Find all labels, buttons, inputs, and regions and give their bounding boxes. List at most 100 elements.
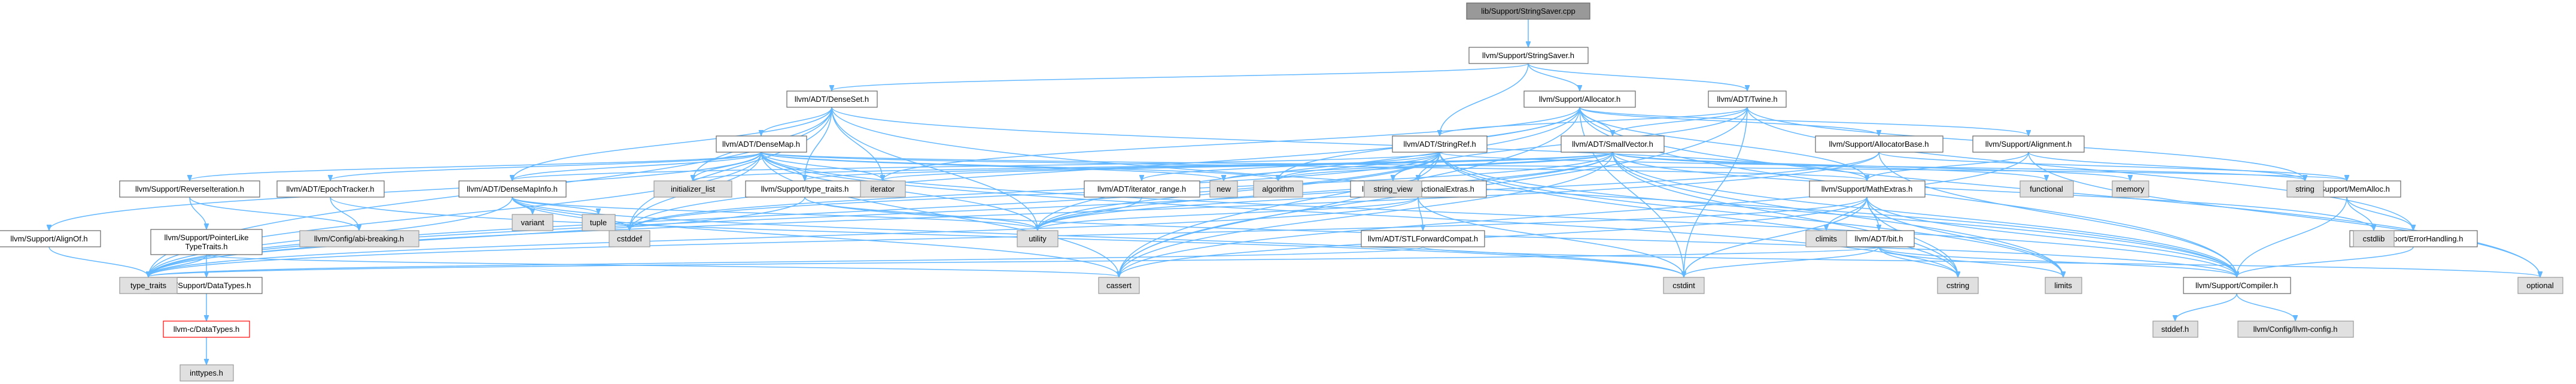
edge-stringsaver-h-to-twine-h bbox=[1528, 63, 1747, 90]
node-box bbox=[276, 180, 385, 198]
node-label: llvm/Support/type_traits.h bbox=[761, 185, 849, 193]
edge-smallvector-h-to-cassert bbox=[1119, 152, 1613, 277]
node-stlforwardcompat-h[interactable]: llvm/ADT/STLForwardCompat.h bbox=[1361, 230, 1485, 247]
edge-densemap-h-to-mathextras-h bbox=[761, 152, 1867, 180]
edge-smallvector-h-to-utility bbox=[1038, 152, 1613, 230]
node-box bbox=[1468, 47, 1589, 64]
node-label: llvm/Support/StringSaver.h bbox=[1482, 51, 1574, 60]
edge-smallvector-h-to-cstring bbox=[1612, 152, 1958, 277]
edge-mathextras-h-to-compiler-h bbox=[1866, 196, 2237, 277]
node-label: llvm/Support/MathExtras.h bbox=[1821, 185, 1912, 193]
node-stringref-h[interactable]: llvm/ADT/StringRef.h bbox=[1392, 135, 1488, 153]
node-label: llvm/Support/AllocatorBase.h bbox=[1829, 140, 1929, 149]
edge-pointerlike-h-to-type-traits bbox=[148, 254, 207, 277]
node-cstddef: cstddef bbox=[609, 230, 650, 247]
edge-densemapinfo-h-to-cstddef bbox=[512, 196, 629, 230]
node-box bbox=[582, 214, 616, 231]
node-box bbox=[1392, 135, 1488, 153]
node-llvmc-datatypes-h: llvm-c/DataTypes.h bbox=[163, 320, 250, 338]
node-denseset-h[interactable]: llvm/ADT/DenseSet.h bbox=[786, 90, 878, 108]
node-string: string bbox=[2286, 180, 2324, 198]
node-epochtracker-h[interactable]: llvm/ADT/EpochTracker.h bbox=[276, 180, 385, 198]
node-box bbox=[1253, 180, 1303, 198]
node-alignment-h[interactable]: llvm/Support/Alignment.h bbox=[1972, 135, 2085, 153]
node-box bbox=[299, 230, 419, 247]
node-label: llvm/Support/AlignOf.h bbox=[10, 234, 87, 243]
edge-bit-h-to-limits bbox=[1878, 246, 2063, 277]
edge-mathextras-h-to-cstdint bbox=[1684, 196, 1868, 277]
node-box bbox=[2237, 320, 2354, 338]
node-label: algorithm bbox=[1262, 185, 1294, 193]
node-label: llvm/ADT/SmallVector.h bbox=[1572, 140, 1653, 149]
node-box bbox=[1361, 230, 1485, 247]
node-cstdint: cstdint bbox=[1663, 277, 1705, 294]
node-twine-h[interactable]: llvm/ADT/Twine.h bbox=[1708, 90, 1787, 108]
node-label: llvm/ADT/bit.h bbox=[1855, 234, 1903, 243]
edge-densemap-h-to-iterator bbox=[761, 152, 883, 180]
node-box bbox=[1466, 2, 1590, 20]
edge-densemap-h-to-densemapinfo-h bbox=[512, 152, 762, 180]
node-box bbox=[609, 230, 650, 247]
node-label: llvm/Config/llvm-config.h bbox=[2253, 325, 2338, 334]
node-box bbox=[2517, 277, 2563, 294]
node-label: llvm/ADT/Twine.h bbox=[1717, 95, 1777, 104]
node-label: limits bbox=[2054, 281, 2072, 290]
node-box bbox=[1084, 180, 1200, 198]
node-bit-h[interactable]: llvm/ADT/bit.h bbox=[1844, 230, 1915, 247]
node-box bbox=[150, 229, 263, 255]
node-box bbox=[1017, 230, 1059, 247]
node-box bbox=[653, 180, 732, 198]
node-mathextras-h[interactable]: llvm/Support/MathExtras.h bbox=[1809, 180, 1926, 198]
node-label: cstdlib bbox=[2363, 234, 2385, 243]
node-type-traits-h[interactable]: llvm/Support/type_traits.h bbox=[745, 180, 865, 198]
node-label: type_traits bbox=[130, 281, 166, 290]
node-box bbox=[1209, 180, 1238, 198]
node-functional: functional bbox=[2020, 180, 2074, 198]
node-compiler-h[interactable]: llvm/Support/Compiler.h bbox=[2183, 277, 2291, 294]
node-label: llvm/ADT/EpochTracker.h bbox=[287, 185, 375, 193]
node-box bbox=[180, 364, 234, 382]
edge-stringref-h-to-algorithm bbox=[1278, 152, 1440, 180]
node-type-traits: type_traits bbox=[119, 277, 178, 294]
node-box bbox=[119, 180, 260, 198]
node-smallvector-h[interactable]: llvm/ADT/SmallVector.h bbox=[1561, 135, 1665, 153]
edge-reverseiteration-h-to-abi-breaking-h bbox=[189, 196, 359, 230]
node-densemap-h[interactable]: llvm/ADT/DenseMap.h bbox=[716, 135, 807, 153]
edge-stringref-h-to-cassert bbox=[1119, 152, 1440, 277]
node-iterator-range-h[interactable]: llvm/ADT/iterator_range.h bbox=[1084, 180, 1200, 198]
node-inttypes-h: inttypes.h bbox=[180, 364, 234, 382]
node-variant: variant bbox=[512, 214, 553, 231]
edge-type-traits-h-to-utility bbox=[804, 196, 1038, 230]
node-iterator: iterator bbox=[860, 180, 906, 198]
node-alignof-h[interactable]: llvm/Support/AlignOf.h bbox=[0, 230, 101, 247]
node-densemapinfo-h[interactable]: llvm/ADT/DenseMapInfo.h bbox=[458, 180, 567, 198]
node-reverseiteration-h[interactable]: llvm/Support/ReverseIteration.h bbox=[119, 180, 260, 198]
edge-alignment-h-to-mathextras-h bbox=[1867, 152, 2029, 180]
node-stringsaver-cpp[interactable]: lib/Support/StringSaver.cpp bbox=[1466, 2, 1590, 20]
edge-alignment-h-to-cassert bbox=[1119, 152, 2029, 277]
node-stringsaver-h[interactable]: llvm/Support/StringSaver.h bbox=[1468, 47, 1589, 64]
node-label: lib/Support/StringSaver.cpp bbox=[1481, 7, 1576, 16]
edge-stlfunctionalextras-h-to-utility bbox=[1038, 196, 1419, 230]
node-label: llvm/Support/ReverseIteration.h bbox=[135, 185, 244, 193]
node-label: TypeTraits.h bbox=[185, 242, 227, 251]
edge-bit-h-to-type-traits bbox=[148, 246, 1879, 277]
edge-allocator-h-to-allocatorbase-h bbox=[1579, 107, 1879, 135]
edge-twine-h-to-smallvector-h bbox=[1613, 107, 1748, 135]
edge-memalloc-h-to-errorhandling-h bbox=[2346, 196, 2413, 230]
node-box bbox=[2020, 180, 2074, 198]
node-label: llvm/Support/Alignment.h bbox=[1985, 140, 2072, 149]
node-allocatorbase-h[interactable]: llvm/Support/AllocatorBase.h bbox=[1815, 135, 1944, 153]
node-allocator-h[interactable]: llvm/Support/Allocator.h bbox=[1523, 90, 1636, 108]
edge-bit-h-to-compiler-h bbox=[1878, 246, 2237, 277]
node-label: llvm/ADT/DenseMapInfo.h bbox=[467, 185, 558, 193]
node-algorithm: algorithm bbox=[1253, 180, 1303, 198]
node-limits: limits bbox=[2045, 277, 2082, 294]
node-cstring: cstring bbox=[1937, 277, 1979, 294]
edge-bit-h-to-cstring bbox=[1878, 246, 1958, 277]
node-label: llvm/ADT/StringRef.h bbox=[1403, 140, 1476, 149]
node-label: variant bbox=[521, 218, 544, 227]
node-box bbox=[1805, 230, 1847, 247]
